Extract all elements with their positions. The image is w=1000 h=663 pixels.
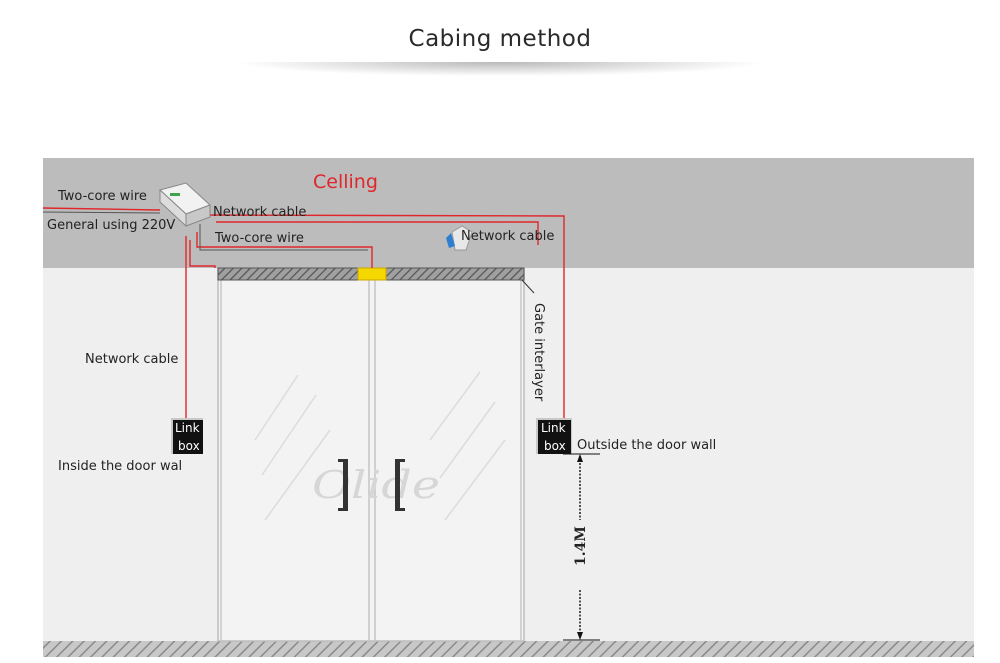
door-sensor-block bbox=[357, 267, 387, 281]
link-box-right-line1: Link bbox=[541, 421, 566, 435]
door-handle-left bbox=[338, 459, 348, 511]
floor bbox=[43, 641, 974, 657]
cables bbox=[42, 207, 565, 420]
controller-box-icon bbox=[158, 182, 211, 228]
title-divider-shadow bbox=[240, 62, 760, 76]
network-cable-label-top: Network cable bbox=[213, 205, 306, 220]
link-box-right-line2: box bbox=[544, 439, 566, 453]
ceiling-label: Celling bbox=[313, 171, 378, 193]
cables-dark bbox=[42, 211, 368, 251]
page-title: Cabing method bbox=[408, 26, 592, 52]
outside-wall-label: Outside the door wall bbox=[577, 438, 716, 453]
height-dimension bbox=[563, 453, 600, 641]
network-cable-label-left: Network cable bbox=[85, 352, 178, 367]
two-core-wire-label-left: Two-core wire bbox=[57, 189, 147, 204]
link-box-left-line1: Link bbox=[175, 421, 200, 435]
gate-interlayer-label: Gate interlayer bbox=[531, 303, 546, 402]
link-box-right: Link box bbox=[536, 418, 572, 454]
network-cable-label-right: Network cable bbox=[461, 229, 554, 244]
inside-wall-label: Inside the door wal bbox=[58, 459, 182, 474]
door-handle-right bbox=[395, 459, 405, 511]
sensor-icon bbox=[446, 225, 473, 251]
gate-interlayer-leader bbox=[521, 279, 535, 294]
link-box-left: Link box bbox=[171, 418, 203, 454]
link-box-left-line2: box bbox=[178, 439, 200, 453]
power-supply-label: General using 220V bbox=[47, 218, 175, 233]
glass-door bbox=[217, 267, 525, 642]
two-core-wire-label-mid: Two-core wire bbox=[214, 231, 304, 246]
watermark-logo: Olide bbox=[312, 463, 440, 507]
height-label: 1.4M bbox=[573, 526, 589, 566]
